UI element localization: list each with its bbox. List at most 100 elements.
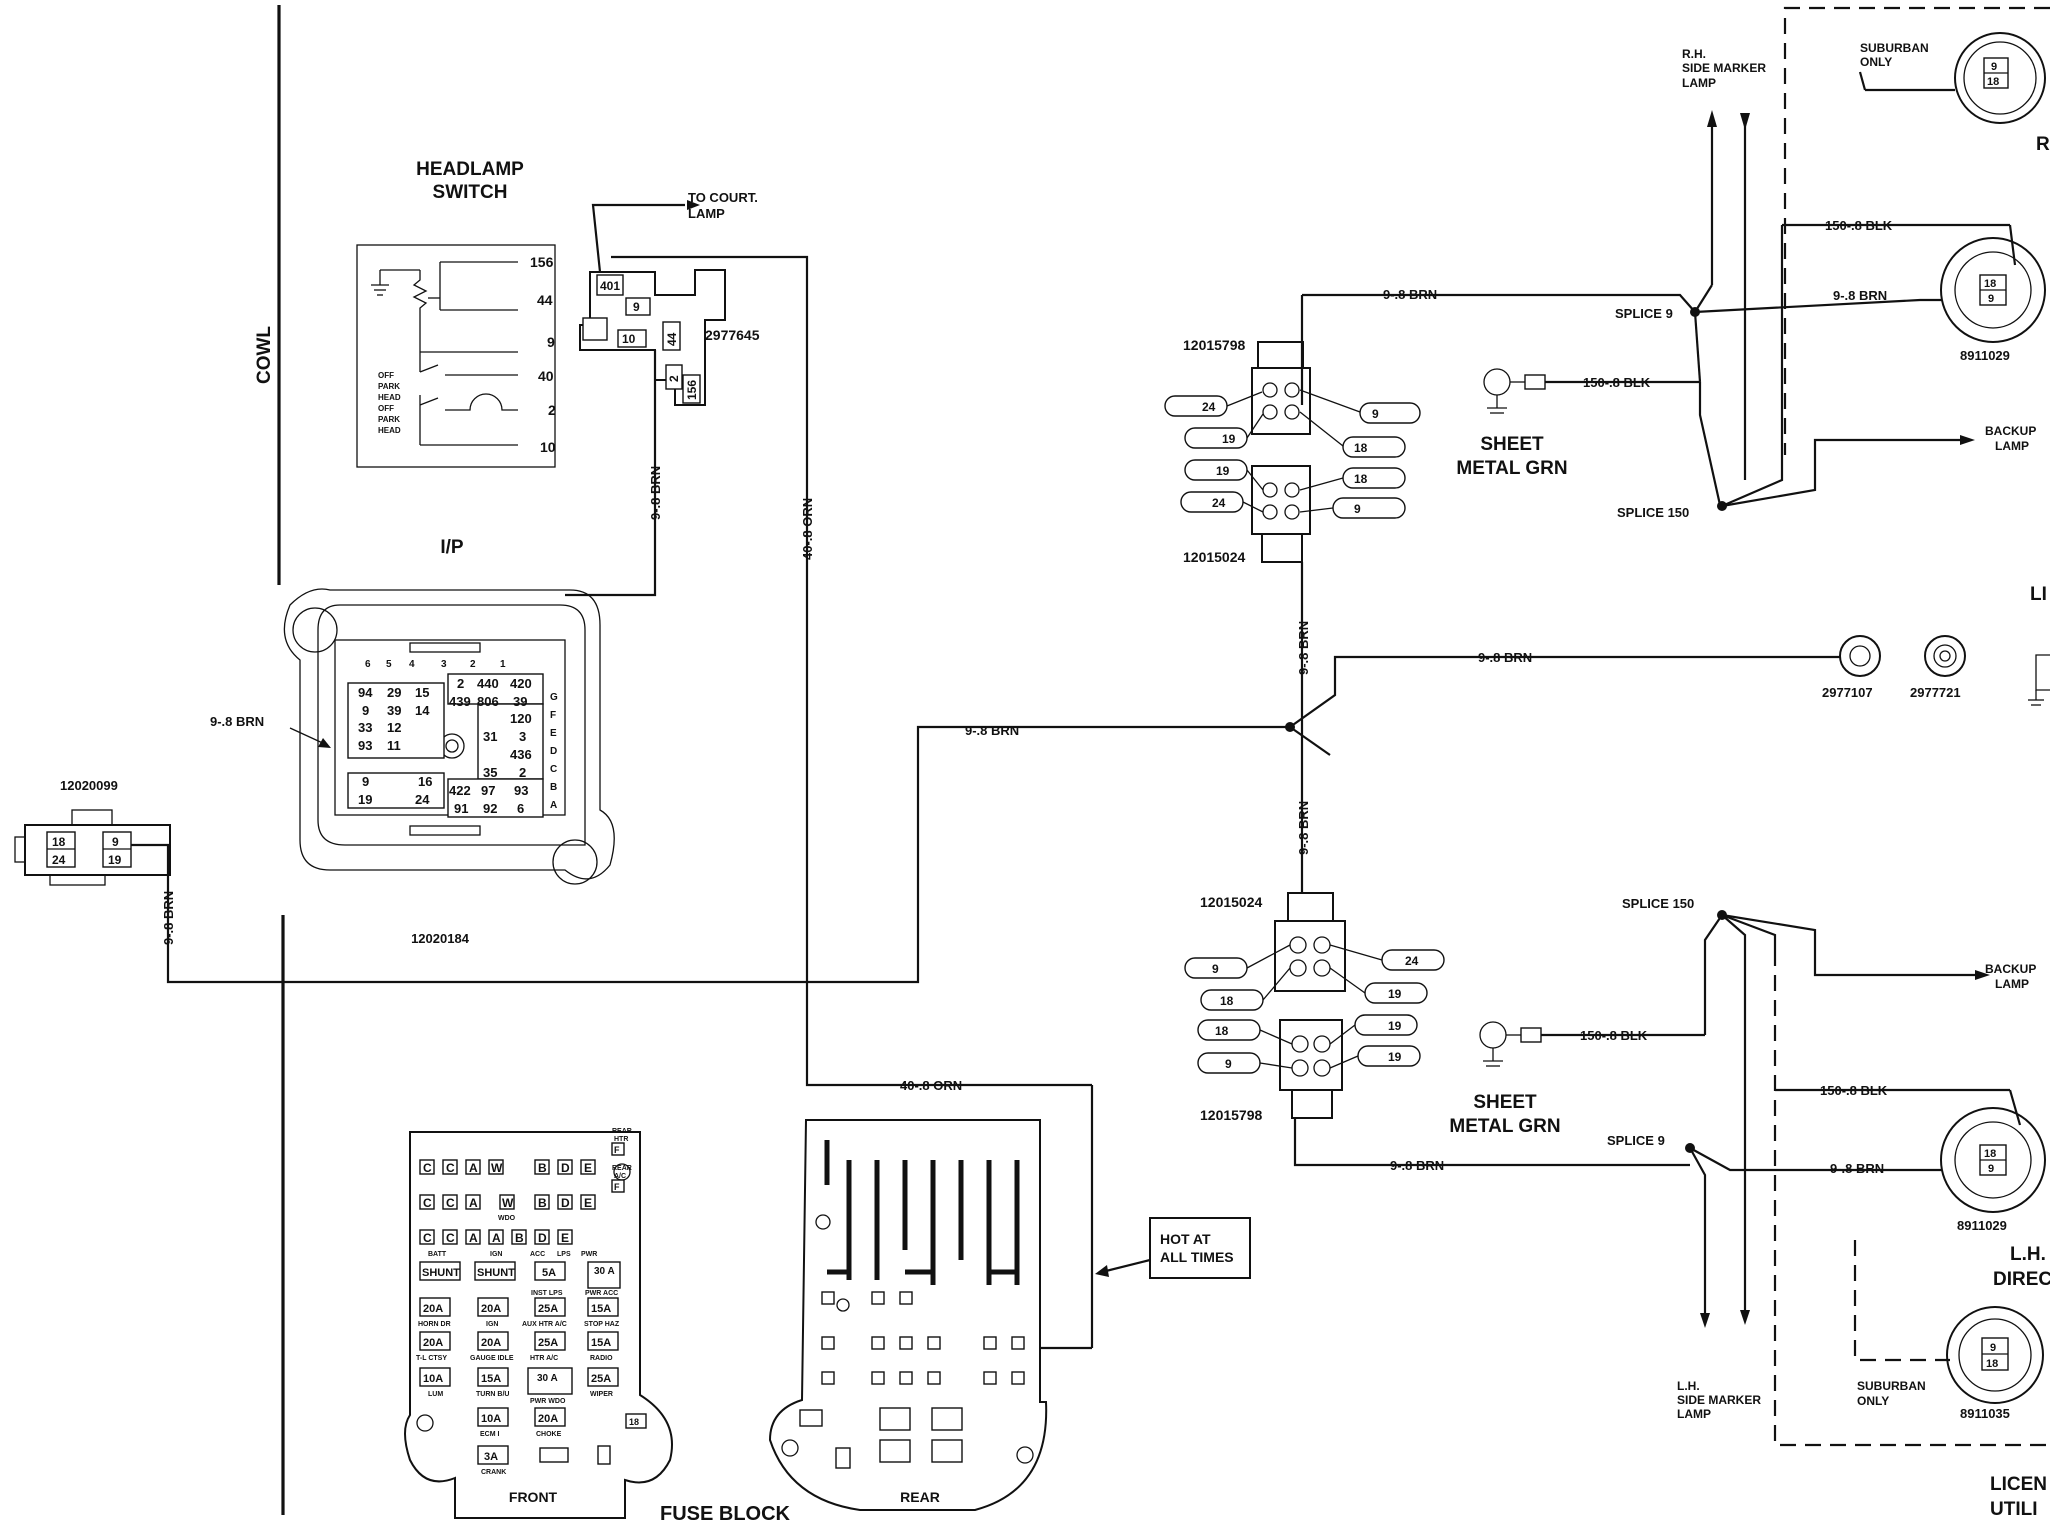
fuse-letter-2-2: C (446, 1196, 455, 1210)
fuse-block-title: FUSE BLOCK (660, 1503, 791, 1525)
right-bottom-wiring: SPLICE 150 BACKUP LAMP 150-.8 BLK SPLICE… (1607, 896, 2036, 1421)
cut-label-li: LI (2030, 584, 2047, 605)
fuse-cap-4-3: PWR WDO (530, 1398, 566, 1405)
bh-r7-19: 19 (358, 792, 372, 807)
suburban-bot-1: SUBURBAN (1857, 1379, 1926, 1393)
fuse-letter-3-3: A (469, 1231, 478, 1245)
switch-small-6: HEAD (378, 426, 401, 435)
suburban-bot-2: ONLY (1857, 1394, 1889, 1408)
fuse-cap-4-4: WIPER (590, 1391, 613, 1398)
cut-label-direc: DIREC (1993, 1269, 2050, 1290)
fuse-letter-1-5: B (538, 1161, 547, 1175)
bh-r7-6: 6 (517, 801, 524, 816)
bh-r7-91: 91 (454, 801, 468, 816)
conn-12015024-top-id: 12015024 (1183, 549, 1246, 565)
connector-2977721: 2977721 (1910, 635, 1966, 700)
bh-r4-11: 11 (387, 738, 401, 753)
wire-40-orn-vertical: 40-.8 ORN (800, 498, 815, 560)
sheet-metal-bot-2: METAL GRN (1449, 1116, 1560, 1137)
pill-bot-9: 9 (1212, 962, 1219, 976)
pill-top-18: 18 (1354, 441, 1368, 455)
fuse-letter-3-7: E (561, 1231, 569, 1245)
pill-bot2-18: 18 (1215, 1024, 1229, 1038)
bh-r2-14: 14 (415, 703, 430, 718)
c12020099-pin-18: 18 (52, 835, 66, 849)
fuse-4-2: 15A (481, 1373, 501, 1385)
fuse-cap-3-4: RADIO (590, 1355, 613, 1362)
lh-marker-1: L.H. (1677, 1379, 1700, 1393)
fuse-wdo-label: WDO (498, 1215, 516, 1222)
fuse-tr-5: A/C (614, 1173, 626, 1180)
switch-small-1: OFF (378, 371, 394, 380)
fuse-letter-2-1: C (423, 1196, 432, 1210)
wire-9-brn-right: 9-.8 BRN (1478, 650, 1532, 665)
cut-label-utili: UTILI (1990, 1499, 2038, 1520)
splice-9-top: SPLICE 9 (1615, 306, 1673, 321)
fuse-cap-3-3: HTR A/C (530, 1355, 558, 1362)
bh-r2-9: 9 (362, 703, 369, 718)
sheet-metal-ground-top: 150-.8 BLK SHEET METAL GRN (1456, 368, 1700, 479)
pill-top-19: 19 (1222, 432, 1236, 446)
bh-side-g: G (550, 692, 558, 703)
bh-side-b: B (550, 782, 557, 793)
backup-lamp-bot-1: BACKUP (1985, 962, 2036, 976)
bh-r6-422: 422 (449, 783, 471, 798)
lamp35-pin-9: 9 (1990, 1342, 1996, 1354)
bh-side-f: F (550, 710, 556, 721)
bh-side-a: A (550, 800, 557, 811)
bh-r2-806: 806 (477, 694, 499, 709)
headlamp-switch: HEADLAMP SWITCH OFF PARK HEAD OFF PARK H… (356, 159, 556, 468)
all-times-label: ALL TIMES (1160, 1249, 1234, 1265)
fuse-row-6: 3A CRANK (477, 1445, 611, 1476)
fuse-cap-3-1: T-L CTSY (416, 1355, 447, 1362)
pill-bot-18: 18 (1220, 994, 1234, 1008)
pill-mid-19: 19 (1216, 464, 1230, 478)
switch-small-3: HEAD (378, 393, 401, 402)
fuse-row-2: 20A 20A 25A 15A HORN DR IGN AUX HTR A/C … (418, 1297, 620, 1328)
c2977645-pin-9: 9 (633, 300, 640, 314)
ip-label: I/P (440, 537, 464, 558)
lamp-8911029-top-id: 8911029 (1960, 348, 2010, 363)
cowl-label: COWL (254, 326, 275, 384)
fuse-letter-2-6: D (561, 1196, 570, 1210)
fuse-front-label: FRONT (509, 1489, 558, 1505)
wire-9-brn-switch: 9-.8 BRN (648, 466, 663, 520)
pill-bot2-19: 19 (1388, 1019, 1402, 1033)
lh-marker-3: LAMP (1677, 1407, 1711, 1421)
lamp29-bot-pin-9: 9 (1988, 1163, 1994, 1175)
wire-9-brn-conn: 9-.8 BRN (161, 891, 176, 945)
fuse-row-1: SHUNT SHUNT 5A 30 A INST LPS PWR ACC (419, 1261, 621, 1297)
switch-term-40: 40 (538, 368, 554, 384)
fuse-2-1: 20A (423, 1303, 443, 1315)
c12020099-pin-9: 9 (112, 835, 119, 849)
fuse-row-3: 20A 20A 25A 15A T-L CTSY GAUGE IDLE HTR … (416, 1331, 619, 1362)
bh-top-1: 1 (500, 659, 506, 670)
lamp29-top-pin-18: 18 (1984, 278, 1996, 290)
suburban-boundary (1783, 6, 2050, 455)
lamp-top-pin-9: 9 (1991, 61, 1997, 73)
lamp-8911029-bottom: 18 9 8911029 (1940, 1089, 2046, 1233)
fuse-tr-3: F (614, 1145, 620, 1155)
fuse-bus-ign: IGN (490, 1251, 502, 1258)
pill-mid-24: 24 (1212, 496, 1226, 510)
fuse-cap-1-3: INST LPS (531, 1290, 563, 1297)
fuse-cap-4-2: TURN B/U (476, 1391, 509, 1398)
pill-mid-18: 18 (1354, 472, 1368, 486)
bh-r3-33: 33 (358, 720, 372, 735)
headlamp-switch-title-1: HEADLAMP (416, 159, 524, 180)
c2977645-pin-10: 10 (622, 332, 636, 346)
lamp-8911035-id: 8911035 (1960, 1406, 2010, 1421)
fuse-cap-3-2: GAUGE IDLE (470, 1355, 514, 1362)
wire-9-brn-mid: 9-.8 BRN (965, 723, 1019, 738)
cut-label-licen: LICEN (1990, 1474, 2047, 1495)
pill-bot2-24: 19 (1388, 1050, 1402, 1064)
bh-r4-3: 3 (519, 729, 526, 744)
fuse-cap-2-2: IGN (486, 1321, 498, 1328)
pill-mid-9: 9 (1354, 502, 1361, 516)
conn-12015798-bot-id: 12015798 (1200, 1107, 1263, 1123)
switch-term-156: 156 (530, 254, 554, 270)
fuse-cap-5-1: ECM I (480, 1431, 500, 1438)
fuse-small-18: 18 (629, 1417, 639, 1427)
pill-bot-24: 24 (1405, 954, 1419, 968)
to-court-lamp-2: LAMP (688, 206, 725, 221)
